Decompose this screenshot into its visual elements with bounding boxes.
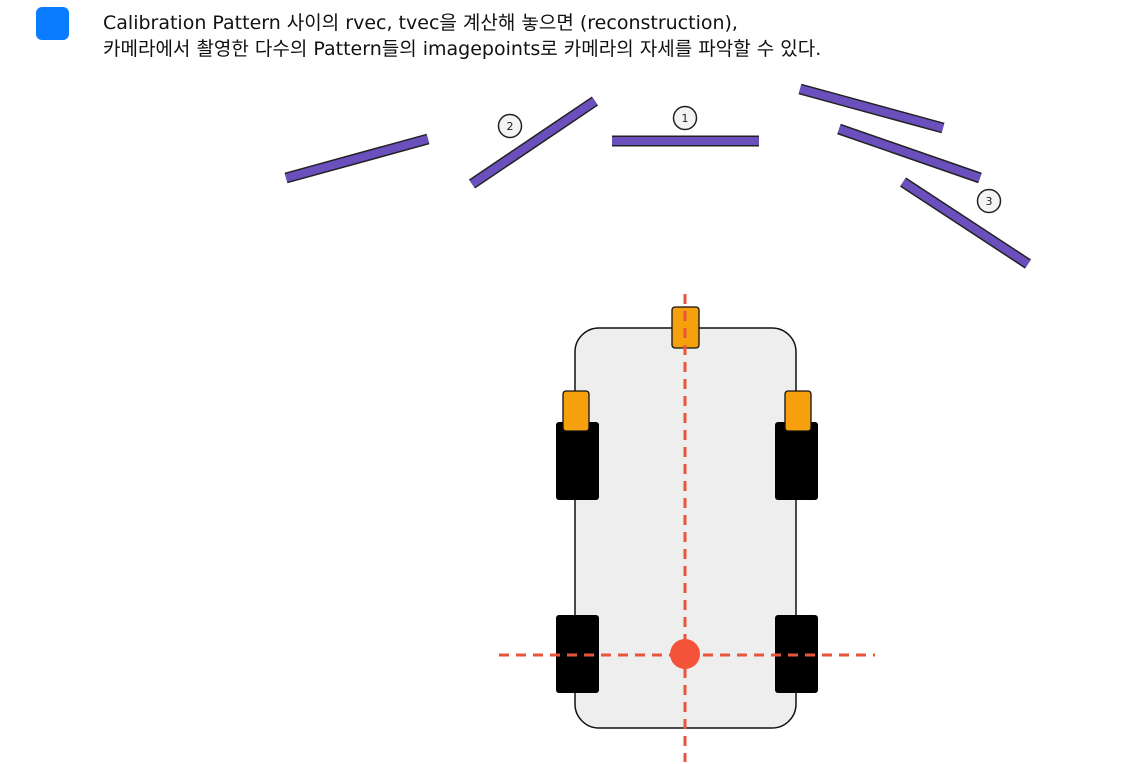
wheel-front-right [775, 422, 818, 500]
pattern-number-2: 2 [507, 120, 514, 133]
pattern-number-label-1: 1 [672, 105, 698, 131]
caption-line-1: Calibration Pattern 사이의 rvec, tvec을 계산해 … [103, 12, 738, 34]
wheel-rear-left [556, 615, 599, 693]
caption-line-2: 카메라에서 촬영한 다수의 Pattern들의 imagepoints로 카메라… [103, 38, 822, 60]
camera-right [784, 390, 812, 432]
pattern-number-3: 3 [986, 195, 993, 208]
pattern-number-label-3: 3 [976, 188, 1002, 214]
bullet-marker [36, 7, 69, 40]
vehicle-origin [670, 639, 700, 669]
pattern-number-1: 1 [682, 112, 689, 125]
wheel-front-left [556, 422, 599, 500]
camera-left [562, 390, 590, 432]
pattern-number-label-2: 2 [497, 113, 523, 139]
caption: Calibration Pattern 사이의 rvec, tvec을 계산해 … [103, 10, 821, 62]
vehicle-axes [499, 294, 875, 762]
calibration-patterns [284, 83, 1032, 269]
